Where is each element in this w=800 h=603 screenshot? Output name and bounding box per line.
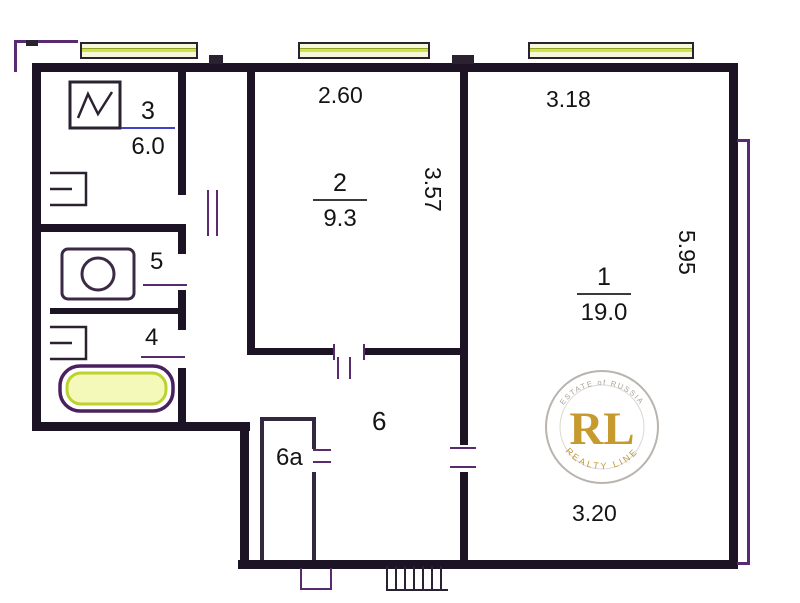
toilet-icon <box>60 247 136 301</box>
wall-outer-left <box>32 63 41 431</box>
wall-outer-bottom <box>238 560 738 569</box>
wall-column-right-1 <box>178 63 186 195</box>
dim-room2-side: 3.57 <box>420 167 446 212</box>
room6-number: 6 <box>372 406 387 436</box>
porch-line-2 <box>330 568 332 590</box>
wall-tick-top-1 <box>209 55 223 64</box>
bath-sink-icon <box>50 325 88 361</box>
wall-room2-left <box>247 63 255 355</box>
room1-number: 1 <box>597 263 611 291</box>
wall-column-right-2 <box>178 224 186 254</box>
bathtub-icon <box>58 364 175 413</box>
wall-room2-bottom-a <box>247 348 335 355</box>
wall-room1-left-a <box>460 63 468 445</box>
room2-divider <box>313 199 367 202</box>
watermark-monogram: RL <box>569 403 634 455</box>
room4-number: 4 <box>145 324 159 351</box>
door-mark-room2-1 <box>333 344 335 360</box>
wall-6a-right-b <box>312 472 316 560</box>
balcony-line-left <box>14 40 17 72</box>
room3-number: 3 <box>141 97 155 125</box>
room2-number: 2 <box>333 169 347 197</box>
wall-column-right-4 <box>178 368 186 424</box>
door-mark-room2-3 <box>337 357 339 379</box>
room2-label: 2 9.3 <box>304 170 376 233</box>
window-kitchen <box>80 42 198 59</box>
room3-label: 3 6.0 <box>112 98 184 161</box>
entrance-stairs-base <box>386 589 448 591</box>
dim-room1-top: 3.18 <box>546 86 591 112</box>
adjacent-tick-bottom <box>737 562 750 565</box>
kitchen-sink-icon <box>50 171 88 207</box>
wall-6a-right-a <box>312 417 316 449</box>
window-room2 <box>298 42 430 59</box>
room3-area: 6.0 <box>131 133 165 161</box>
room1-divider <box>577 293 631 296</box>
room2-area: 9.3 <box>323 205 357 233</box>
door-mark-wc <box>143 284 187 286</box>
balcony-line-top <box>14 40 78 43</box>
dim-room1-bottom: 3.20 <box>572 500 617 526</box>
wall-room2-bottom-b <box>365 348 465 355</box>
wall-outer-right <box>729 63 738 569</box>
window-glass <box>82 48 196 52</box>
room3-divider <box>121 127 175 130</box>
wall-room1-left-b <box>460 472 468 569</box>
wall-column-right-3 <box>178 290 186 330</box>
stove-icon <box>68 80 122 130</box>
door-mark-kitchen-2 <box>216 190 218 236</box>
porch-line-3 <box>300 588 332 590</box>
wall-kitchen-bottom <box>32 224 185 232</box>
adjacent-tick-top <box>737 139 750 142</box>
balcony-tick <box>26 40 38 46</box>
adjacent-line-right <box>747 139 750 565</box>
wall-tick-top-2 <box>452 55 474 64</box>
room1-label: 1 19.0 <box>566 264 642 327</box>
room5-number: 5 <box>150 248 164 275</box>
window-glass <box>530 48 692 52</box>
wall-6a-left <box>260 417 264 560</box>
window-room1 <box>528 42 694 59</box>
wall-6a-top <box>260 417 316 421</box>
wall-outer-bottomleft <box>32 422 250 431</box>
watermark-logo-icon: ESTATE of RUSSIA REALTY LINE RL <box>545 370 659 484</box>
room1-area: 19.0 <box>580 299 628 327</box>
wall-hall-left <box>240 422 249 569</box>
door-mark-room2-4 <box>349 357 351 379</box>
porch-line-1 <box>300 568 302 590</box>
wall-outer-top <box>32 63 738 72</box>
door-mark-kitchen-1 <box>207 190 209 236</box>
entrance-stairs-hatch <box>386 566 448 590</box>
room6a-number: 6a <box>276 444 303 471</box>
dim-room1-side: 5.95 <box>674 230 700 275</box>
door-mark-bath <box>141 356 185 358</box>
door-mark-room1-1 <box>450 447 476 449</box>
door-mark-room2-2 <box>363 344 365 360</box>
dim-room2-top: 2.60 <box>318 82 363 108</box>
door-mark-6a-1 <box>313 449 331 451</box>
door-mark-room1-2 <box>450 466 476 468</box>
wall-wc-bottom <box>50 308 185 314</box>
door-mark-6a-2 <box>313 461 331 463</box>
window-glass <box>300 48 428 52</box>
